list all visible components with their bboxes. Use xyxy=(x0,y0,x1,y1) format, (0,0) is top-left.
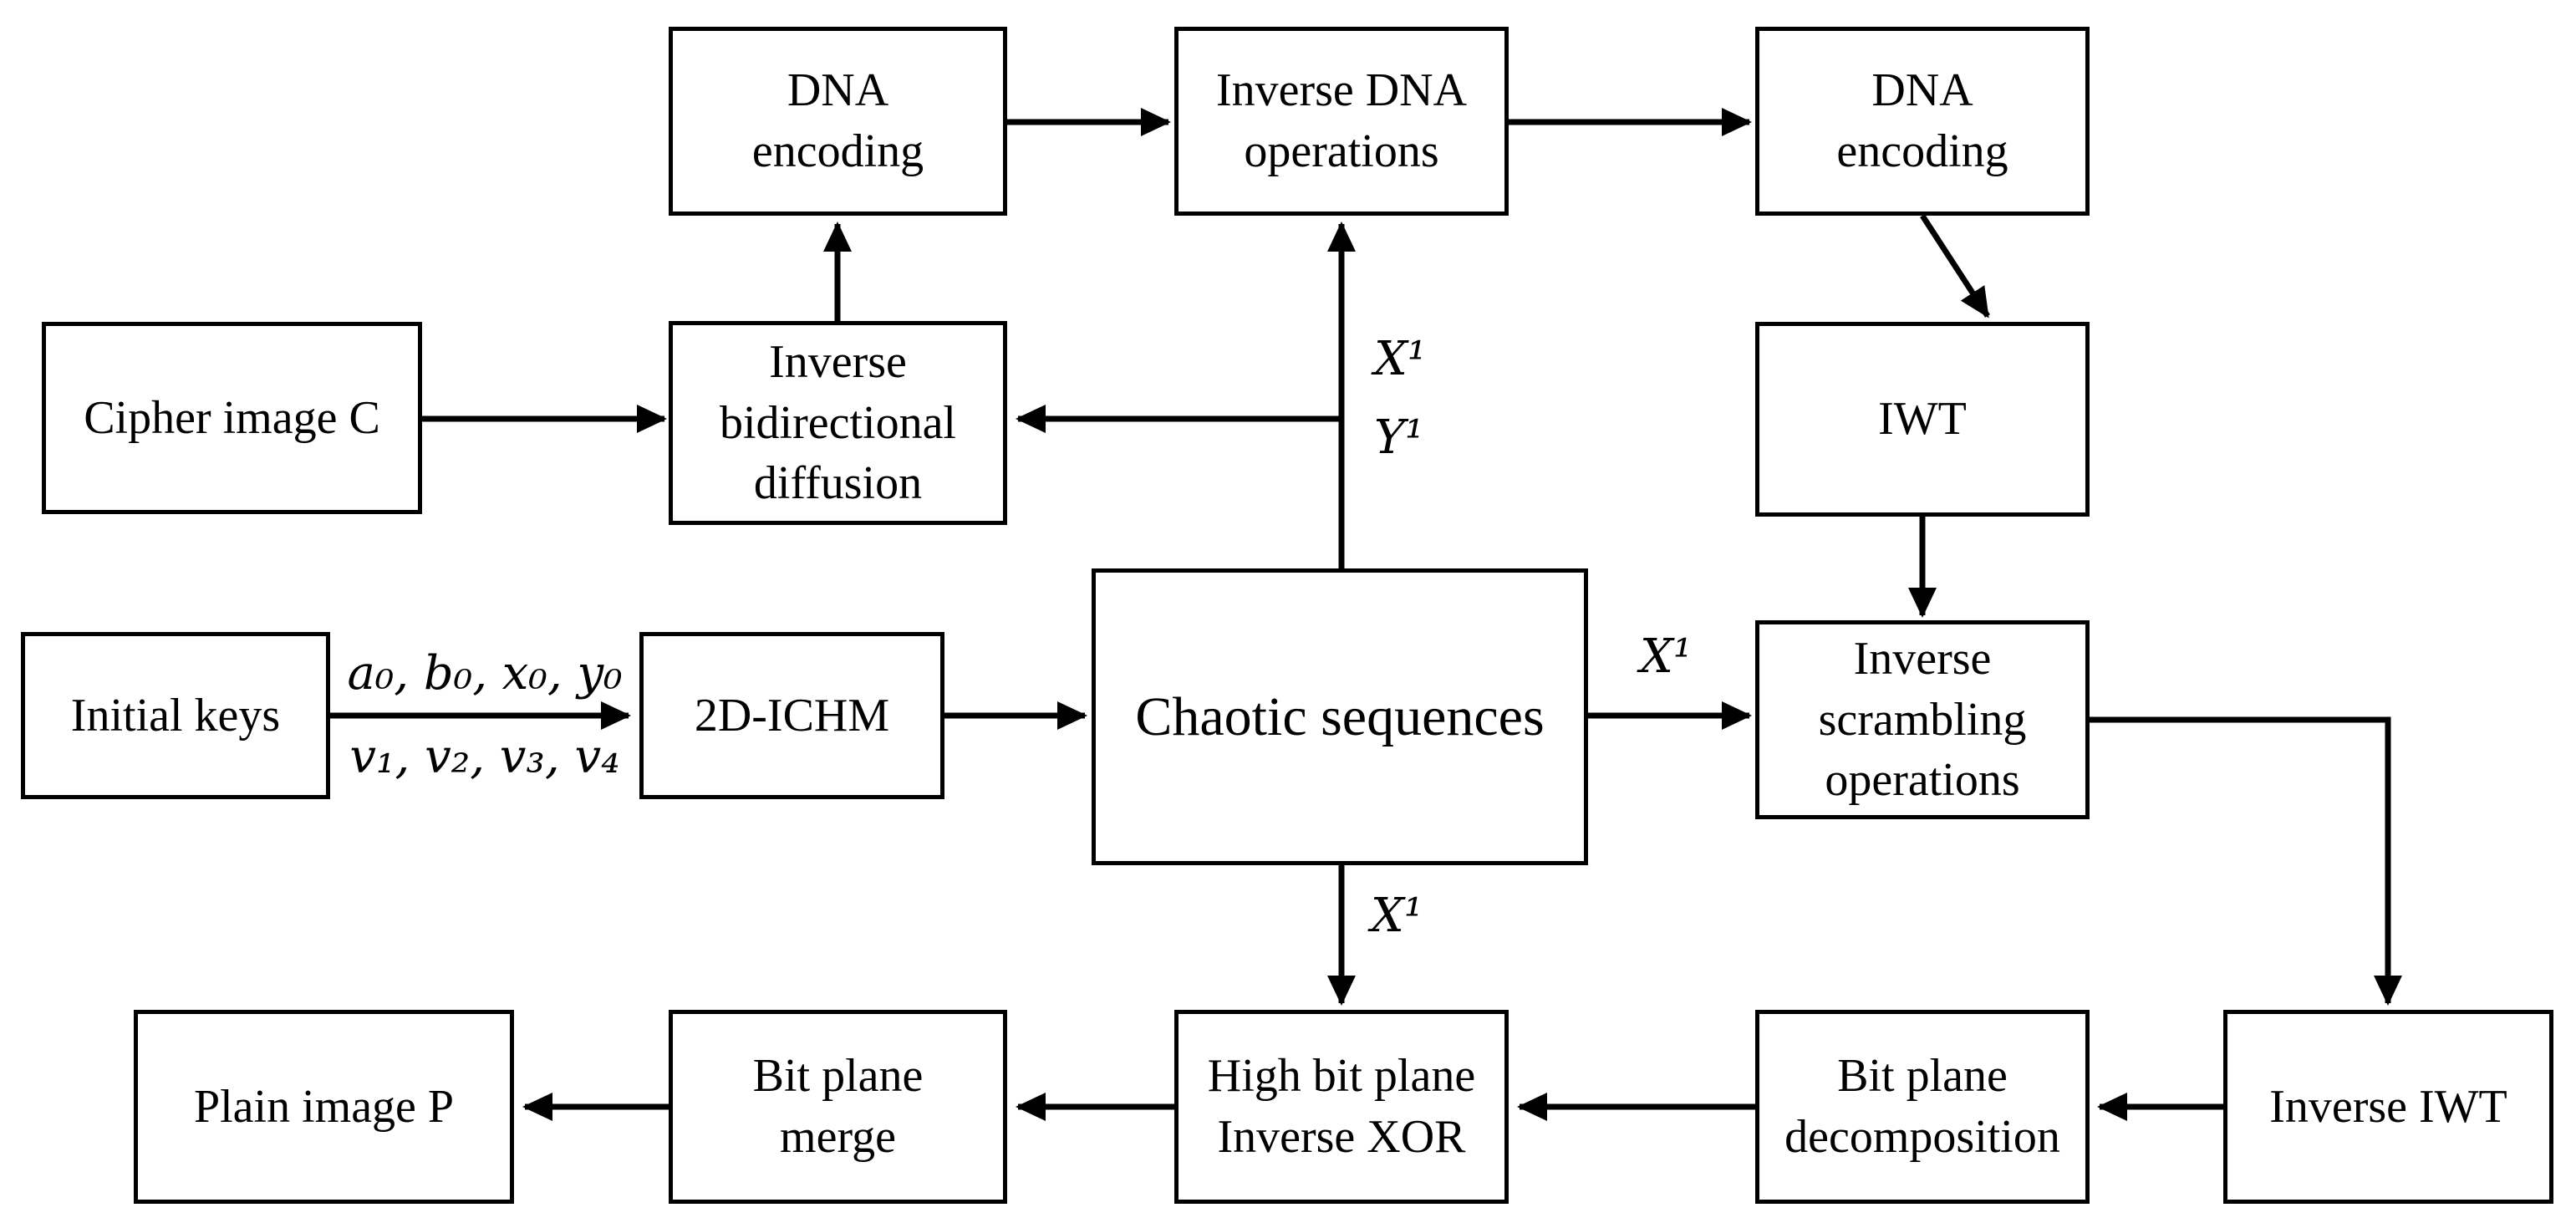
box-high-bit-plane-inverse-xor: High bit plane Inverse XOR xyxy=(1174,1010,1509,1204)
box-bit-plane-merge: Bit plane merge xyxy=(669,1010,1007,1204)
box-inverse-scrambling-operations: Inverse scrambling operations xyxy=(1755,620,2090,819)
box-initial-keys: Initial keys xyxy=(21,632,330,799)
box-2d-ichm: 2D-ICHM xyxy=(639,632,944,799)
arrow-dna-encoding-right-to-iwt xyxy=(1920,214,1990,318)
label-x1-lower: X¹ xyxy=(1371,889,1423,943)
box-bit-plane-decomposition: Bit plane decomposition xyxy=(1755,1010,2090,1204)
label-initial-keys-line1: a₀, b₀, x₀, y₀ xyxy=(347,646,623,701)
box-chaotic-sequences: Chaotic sequences xyxy=(1092,568,1588,865)
box-inverse-iwt: Inverse IWT xyxy=(2223,1010,2553,1204)
box-plain-image-p: Plain image P xyxy=(134,1010,514,1204)
arrow-inverse-scrambling-to-inverse-iwt xyxy=(2090,716,2402,1006)
box-iwt: IWT xyxy=(1755,322,2090,517)
box-inverse-dna-operations: Inverse DNA operations xyxy=(1174,27,1509,216)
box-cipher-image-c: Cipher image C xyxy=(42,322,422,514)
label-x1-to-scrambling: X¹ xyxy=(1640,629,1693,684)
box-inverse-bidirectional-diffusion: Inverse bidirectional diffusion xyxy=(669,321,1007,525)
box-dna-encoding-top-right: DNA encoding xyxy=(1755,27,2090,216)
label-y1-upper: Y¹ xyxy=(1374,410,1424,465)
label-x1-upper: X¹ xyxy=(1374,332,1427,386)
box-dna-encoding-top-left: DNA encoding xyxy=(669,27,1007,216)
label-initial-keys-line2: v₁, v₂, v₃, v₄ xyxy=(349,730,620,784)
